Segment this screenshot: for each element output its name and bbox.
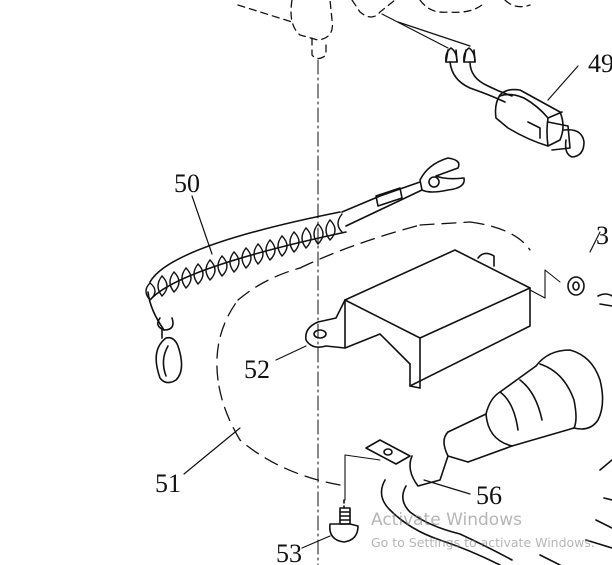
part-49-switch (494, 88, 585, 158)
part-number-labels: 49 50 52 51 56 53 3 (155, 49, 612, 565)
lanyard-coils (145, 213, 343, 301)
label-49: 49 (588, 49, 612, 78)
part-50-lanyard (145, 157, 465, 384)
part-51-boundary (216, 221, 531, 486)
part-49-wires (381, 13, 513, 103)
label-51: 51 (155, 469, 181, 498)
label-53: 53 (276, 539, 302, 565)
leader-lines (183, 65, 601, 549)
part-3x-washer (567, 276, 612, 307)
label-50: 50 (174, 169, 200, 198)
part-52-bracket (304, 249, 561, 389)
connector-assembly (365, 349, 612, 565)
upper-housing-outline (237, 0, 531, 60)
label-3x: 3 (596, 221, 609, 250)
watermark-title: Activate Windows (371, 510, 522, 530)
part-53-screw (328, 454, 381, 543)
label-52: 52 (244, 355, 270, 384)
label-56: 56 (476, 481, 502, 510)
watermark-subtitle: Go to Settings to activate Windows. (371, 535, 595, 550)
